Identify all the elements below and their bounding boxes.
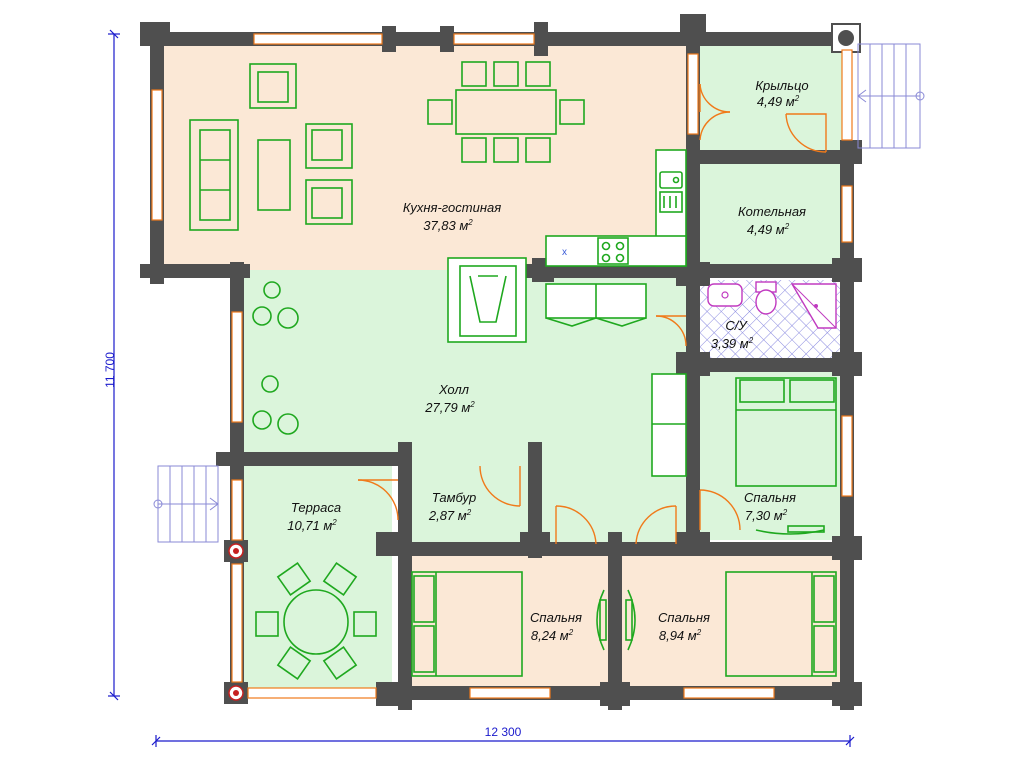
svg-text:10,71 м2: 10,71 м2 [287,518,337,533]
dining-table-icon [427,61,585,163]
area-superscript: 2 [696,628,702,637]
svg-text:4,49 м2: 4,49 м2 [747,222,790,237]
room-name: Котельная [738,204,806,219]
tv-cabinet-icon [755,525,825,535]
bedroom1-floor [698,370,844,540]
room-label-kitchen: Кухня-гостиная 37,83 м2 [403,200,501,233]
area-superscript: 2 [469,400,475,409]
svg-text:8,94 м2: 8,94 м2 [659,628,702,643]
porch-floor [698,42,846,154]
stove-icon [447,257,527,343]
room-label-porch: Крыльцо 4,49 м2 [755,78,808,109]
porch-stairs [857,43,925,149]
boiler-floor [698,164,844,270]
plant-icon [252,281,299,435]
room-label-bath: С/У 3,39 м2 [711,318,754,351]
bed-icon [735,377,837,487]
area-superscript: 2 [466,508,472,517]
room-label-hall: Холл 27,79 м2 [424,382,475,415]
area-superscript: 2 [467,218,473,227]
room-name: Спальня [530,610,582,625]
room-area: 4,49 м [747,222,785,237]
room-name: Крыльцо [755,78,808,93]
dimension-width-label: 12 300 [485,725,522,739]
coffee-table-icon [257,139,291,211]
armchair-icon [249,63,297,109]
room-label-bedroom1: Спальня 7,30 м2 [744,490,796,523]
area-superscript: 2 [784,222,790,231]
area-superscript: 2 [748,336,754,345]
room-name: Холл [438,382,470,397]
room-label-boiler: Котельная 4,49 м2 [738,204,806,237]
kitchen-counter-icon: x [545,149,687,267]
wardrobe-icon [545,283,647,327]
dimension-height-label: 11 700 [103,352,117,388]
room-label-tambur: Тамбур 2,87 м2 [428,490,476,523]
windows [151,33,853,699]
wardrobe-icon [651,373,687,477]
terrace-floor [240,460,392,692]
room-name: Спальня [658,610,710,625]
bedroom2-floor [408,554,614,692]
svg-text:27,79 м2: 27,79 м2 [424,400,475,415]
terrace-posts [224,540,248,704]
room-area: 10,71 м [287,518,332,533]
doors [357,83,827,545]
sofa-icon [189,119,239,231]
kitchen-floor [160,42,688,270]
room-label-bedroom2: Спальня 8,24 м2 [530,610,582,643]
room-name: Тамбур [432,490,477,505]
svg-text:4,49 м2: 4,49 м2 [757,94,800,109]
area-superscript: 2 [331,518,337,527]
room-name: С/У [725,318,748,333]
bed-icon [725,571,837,677]
bath-fixtures-icon [707,281,837,329]
area-superscript: 2 [782,508,788,517]
room-area: 4,49 м [757,94,795,109]
room-area: 8,94 м [659,628,697,643]
room-label-terrace: Терраса 10,71 м2 [287,500,341,533]
area-superscript: 2 [794,94,800,103]
bedroom3-floor [622,554,844,692]
round-table-icon [255,561,377,681]
armchair-icon [305,179,353,225]
svg-text:3,39 м2: 3,39 м2 [711,336,754,351]
tambur-floor [408,456,538,546]
bed-icon [411,571,523,677]
svg-text:7,30 м2: 7,30 м2 [745,508,788,523]
svg-text:37,83 м2: 37,83 м2 [423,218,473,233]
room-area: 37,83 м [423,218,468,233]
room-area: 2,87 м [428,508,467,523]
area-superscript: 2 [568,628,574,637]
terrace-stairs [153,465,219,543]
room-area: 7,30 м [745,508,783,523]
room-name: Спальня [744,490,796,505]
dimension-width: 12 300 [151,725,855,747]
room-area: 27,79 м [424,400,470,415]
room-area: 8,24 м [531,628,569,643]
chimney-post [831,23,861,53]
room-name: Кухня-гостиная [403,200,501,215]
armchair-icon [305,123,353,169]
room-name: Терраса [291,500,341,515]
tv-cabinet-icon [596,589,636,651]
svg-text:2,87 м2: 2,87 м2 [428,508,472,523]
svg-text:8,24 м2: 8,24 м2 [531,628,574,643]
dimension-height: 11 700 [103,29,120,701]
room-label-bedroom3: Спальня 8,94 м2 [658,610,710,643]
room-area: 3,39 м [711,336,749,351]
svg-text:x: x [562,247,567,258]
